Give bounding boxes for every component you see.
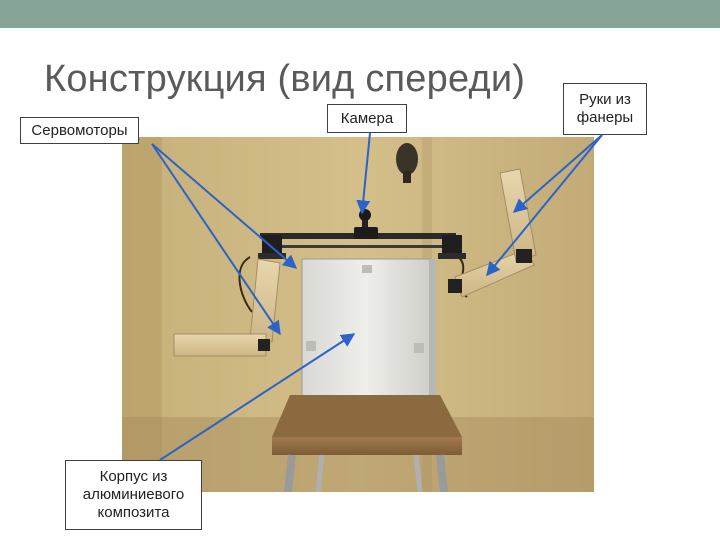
right-servo: [438, 235, 466, 259]
header-bar: [0, 0, 720, 28]
label-plywood-arms: Руки из фанеры: [563, 83, 647, 135]
label-plywood-arms-text: Руки из фанеры: [576, 91, 634, 126]
label-camera-text: Камера: [340, 109, 394, 127]
label-composite-body-text: Корпус из алюминиевого композита: [82, 468, 185, 521]
left-servo: [258, 235, 286, 259]
robot-photo: [122, 137, 594, 492]
label-servomotors-text: Сервомоторы: [31, 121, 128, 139]
label-servomotors: Сервомоторы: [20, 117, 139, 144]
label-composite-body: Корпус из алюминиевого композита: [65, 460, 202, 530]
label-camera: Камера: [327, 104, 407, 133]
slide-title: Конструкция (вид спереди): [44, 58, 526, 100]
wall-fixture: [396, 143, 418, 183]
